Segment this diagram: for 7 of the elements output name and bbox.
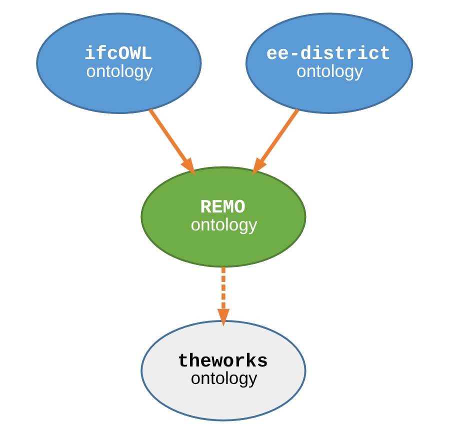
- node-ellipse: theworks ontology: [140, 320, 306, 422]
- node-ellipse: REMO ontology: [140, 166, 306, 268]
- arrow: [252, 108, 300, 176]
- arrow: [217, 266, 230, 327]
- node-ellipse: ee-district ontology: [245, 12, 414, 114]
- arrow: [148, 108, 196, 176]
- node-ellipse: ifcOWL ontology: [36, 12, 202, 114]
